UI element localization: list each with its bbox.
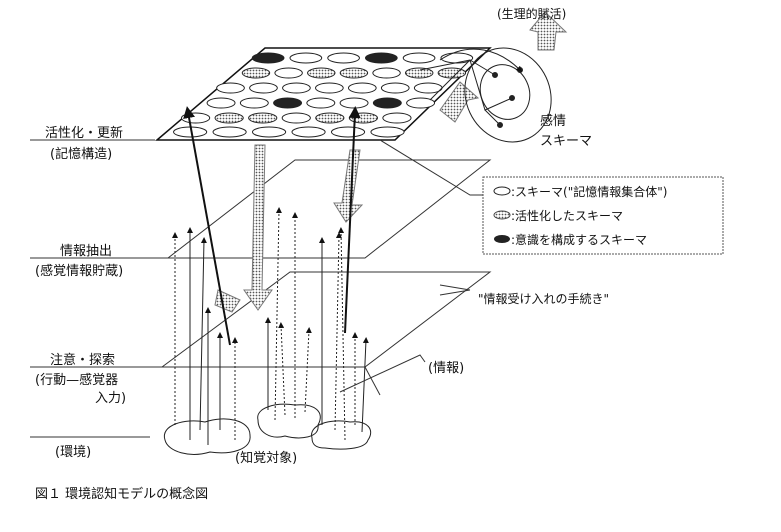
schema-ellipse bbox=[216, 82, 245, 94]
affect-schema bbox=[419, 47, 552, 143]
schema-ellipse bbox=[273, 97, 303, 109]
information-ray bbox=[274, 207, 282, 421]
plane-memory bbox=[154, 47, 492, 141]
label-level-attention-sub2: 入力) bbox=[95, 391, 126, 406]
schema-ellipse bbox=[339, 67, 369, 79]
schema-ellipse bbox=[248, 112, 278, 124]
schema-ellipse bbox=[306, 97, 336, 109]
schema-ellipse bbox=[241, 67, 271, 79]
legend-label-conscious: :意識を構成するスキーマ bbox=[511, 232, 647, 247]
schema-ellipse bbox=[406, 97, 436, 109]
label-intake-procedure: "情報受け入れの手続き" bbox=[478, 292, 609, 306]
schema-ellipse bbox=[364, 52, 398, 64]
schema-ellipse bbox=[251, 52, 285, 64]
schema-ellipse bbox=[252, 126, 287, 138]
legend-dotted-ellipse-icon bbox=[493, 210, 511, 220]
information-ray bbox=[334, 232, 342, 431]
schema-ellipse bbox=[289, 52, 323, 64]
information-ray bbox=[199, 237, 207, 431]
information-ray bbox=[361, 337, 369, 433]
schema-ellipse bbox=[282, 82, 311, 94]
schema-ellipse bbox=[291, 126, 326, 138]
schema-ellipse bbox=[281, 112, 311, 124]
schema-ellipse bbox=[315, 112, 345, 124]
legend-dark-ellipse-icon bbox=[494, 235, 510, 243]
information-ray bbox=[278, 322, 286, 416]
plane-attention bbox=[160, 271, 492, 368]
legend-label-schema: :スキーマ("記憶情報集合体") bbox=[511, 184, 667, 199]
consciousness-arrow-right bbox=[344, 106, 361, 334]
schema-ellipse bbox=[348, 112, 378, 124]
schema-ellipse bbox=[249, 82, 278, 94]
schema-ellipse bbox=[437, 67, 467, 79]
label-level-memory-sub: (記憶構造) bbox=[50, 146, 112, 162]
label-level-extraction: 情報抽出 bbox=[60, 244, 112, 259]
schema-ellipse bbox=[327, 52, 360, 64]
schema-ellipse bbox=[212, 126, 247, 138]
legend-outline-ellipse-icon bbox=[493, 186, 511, 196]
schema-ellipse bbox=[370, 126, 405, 138]
information-ray bbox=[304, 327, 312, 413]
information-ray bbox=[338, 227, 346, 441]
label-level-attention-sub: (行動—感覚器 bbox=[35, 372, 118, 388]
schema-ellipse bbox=[214, 112, 244, 124]
schema-ellipse bbox=[339, 97, 369, 109]
callout-lines bbox=[339, 139, 483, 393]
consciousness-arrow-left bbox=[183, 106, 231, 346]
schema-ellipse bbox=[239, 97, 269, 109]
schema-ellipse bbox=[380, 82, 410, 94]
label-level-extraction-sub: (感覚情報貯蔵) bbox=[35, 263, 123, 279]
activation-arrows bbox=[214, 11, 568, 313]
label-perceived-object: (知覚対象) bbox=[235, 450, 297, 466]
label-physiological-arousal: (生理的賦活) bbox=[497, 6, 566, 21]
schema-ellipse bbox=[347, 82, 377, 94]
schema-ellipse bbox=[315, 82, 344, 94]
schema-ellipse bbox=[181, 112, 211, 124]
schema-ellipse bbox=[382, 112, 412, 124]
schema-ellipse bbox=[402, 52, 436, 64]
figure-caption: 図１ 環境認知モデルの概念図 bbox=[35, 486, 208, 502]
label-environment: (環境) bbox=[55, 445, 91, 460]
schema-ellipse bbox=[274, 67, 303, 79]
perceived-object-blobs bbox=[163, 403, 372, 455]
schema-ellipse bbox=[372, 67, 401, 79]
schema-ellipse bbox=[206, 97, 236, 109]
schema-ellipse bbox=[372, 97, 402, 109]
schema-ellipse bbox=[330, 126, 366, 138]
information-rays bbox=[172, 207, 369, 445]
schema-ellipse bbox=[307, 67, 336, 79]
label-affect-schema-1: 感情 bbox=[540, 113, 566, 129]
level-rules bbox=[30, 139, 168, 438]
legend: :スキーマ("記憶情報集合体") :活性化したスキーマ :意識を構成するスキーマ bbox=[482, 176, 724, 255]
label-level-attention: 注意・探索 bbox=[50, 352, 115, 368]
plane-extraction bbox=[166, 159, 492, 259]
label-level-memory: 活性化・更新 bbox=[45, 125, 123, 141]
label-information: (情報) bbox=[428, 361, 464, 376]
legend-label-activated: :活性化したスキーマ bbox=[511, 209, 623, 223]
label-affect-schema-2: スキーマ bbox=[540, 134, 592, 149]
schema-ellipses bbox=[173, 52, 474, 138]
schema-ellipse bbox=[405, 67, 434, 79]
